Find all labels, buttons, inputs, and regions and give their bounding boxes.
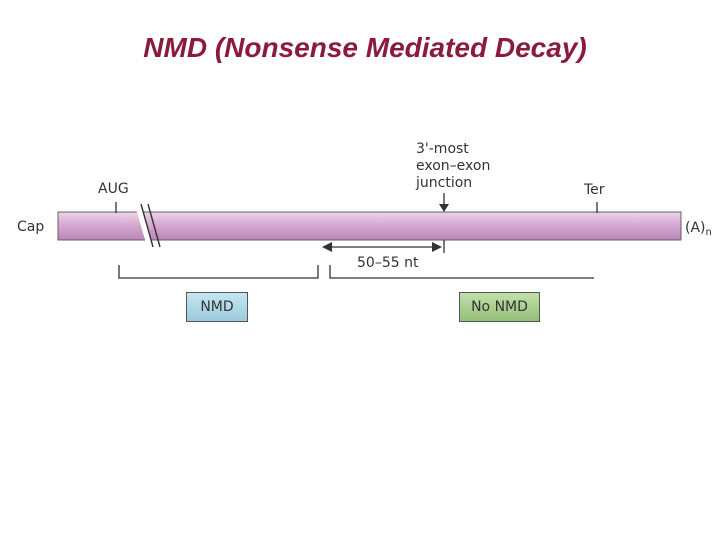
mrna-break-mark <box>135 203 161 248</box>
polya-label: (A)n <box>685 220 712 238</box>
polya-subscript: n <box>705 227 712 238</box>
distance-label: 50–55 nt <box>357 255 419 271</box>
junction-label: 3'-most exon–exon junction <box>416 141 490 192</box>
distance-arrow <box>322 242 442 252</box>
junction-label-line: exon–exon <box>416 158 491 174</box>
junction-label-line: 3'-most <box>416 141 469 157</box>
ter-label: Ter <box>584 182 605 198</box>
mrna-bar <box>57 211 682 241</box>
no-nmd-region-bracket <box>329 265 594 279</box>
no-nmd-outcome-box: No NMD <box>459 292 540 322</box>
page-title: NMD (Nonsense Mediated Decay) <box>143 32 587 63</box>
junction-arrow <box>439 193 449 212</box>
polya-text: (A) <box>685 220 706 236</box>
aug-label: AUG <box>98 181 129 197</box>
junction-label-line: junction <box>416 175 473 191</box>
cap-label: Cap <box>17 219 45 235</box>
nmd-outcome-box: NMD <box>186 292 248 322</box>
nmd-region-bracket <box>118 265 319 279</box>
